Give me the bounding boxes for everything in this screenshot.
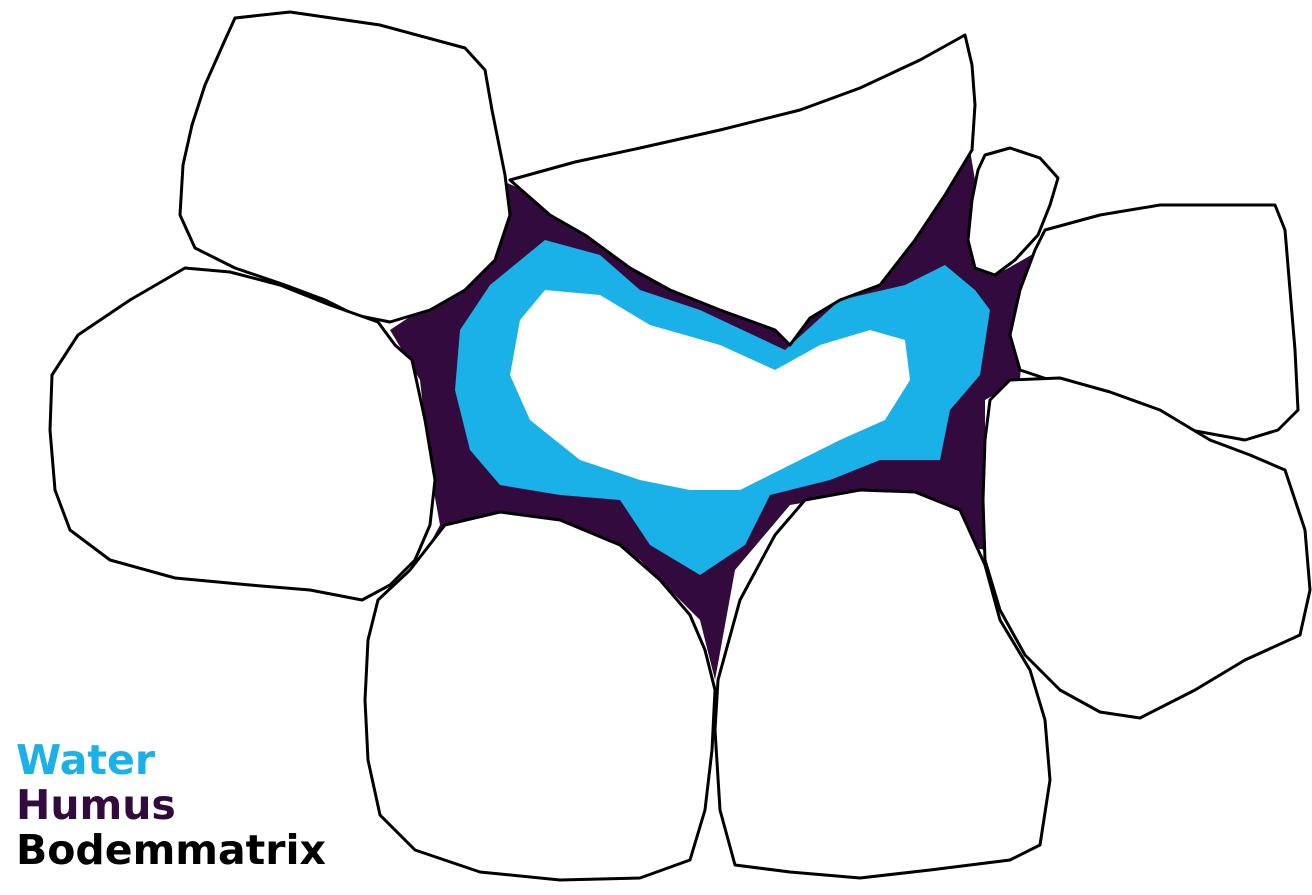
legend-water: Water: [16, 738, 326, 783]
legend-matrix: Bodemmatrix: [16, 828, 326, 873]
legend-humus: Humus: [16, 783, 326, 828]
legend: Water Humus Bodemmatrix: [16, 738, 326, 873]
